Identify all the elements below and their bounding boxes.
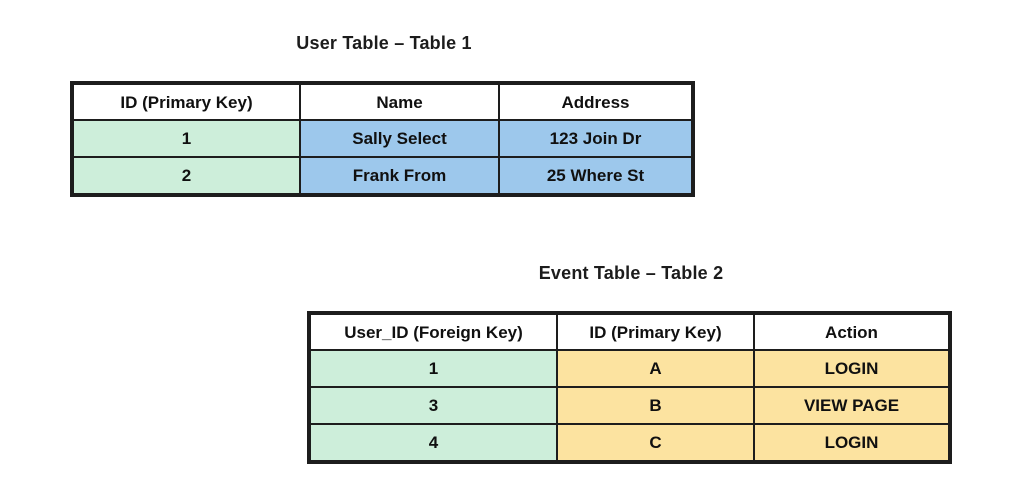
cell-action: VIEW PAGE <box>753 386 951 425</box>
table-row: 3 B VIEW PAGE <box>308 386 951 425</box>
column-header-user-id: User_ID (Foreign Key) <box>308 312 558 351</box>
cell-address: 25 Where St <box>498 156 694 196</box>
cell-name: Frank From <box>299 156 500 196</box>
table-row: 1 A LOGIN <box>308 349 951 388</box>
cell-user-id: 3 <box>308 386 558 425</box>
event-table-title: Event Table – Table 2 <box>538 263 724 283</box>
column-header-id: ID (Primary Key) <box>556 312 755 351</box>
cell-action: LOGIN <box>753 349 951 388</box>
cell-user-id: 1 <box>308 349 558 388</box>
event-table: User_ID (Foreign Key) ID (Primary Key) A… <box>307 311 952 464</box>
column-header-address: Address <box>498 82 694 121</box>
cell-address: 123 Join Dr <box>498 119 694 158</box>
column-header-id: ID (Primary Key) <box>71 82 301 121</box>
user-table: ID (Primary Key) Name Address 1 Sally Se… <box>70 81 695 197</box>
cell-id: A <box>556 349 755 388</box>
cell-id: 2 <box>71 156 301 196</box>
user-table-title: User Table – Table 1 <box>296 33 472 53</box>
table-row: 4 C LOGIN <box>308 423 951 463</box>
cell-action: LOGIN <box>753 423 951 463</box>
cell-id: 1 <box>71 119 301 158</box>
cell-id: B <box>556 386 755 425</box>
cell-id: C <box>556 423 755 463</box>
table-row: 1 Sally Select 123 Join Dr <box>71 119 694 158</box>
table-header-row: ID (Primary Key) Name Address <box>71 82 694 121</box>
column-header-action: Action <box>753 312 951 351</box>
cell-name: Sally Select <box>299 119 500 158</box>
table-row: 2 Frank From 25 Where St <box>71 156 694 196</box>
column-header-name: Name <box>299 82 500 121</box>
table-header-row: User_ID (Foreign Key) ID (Primary Key) A… <box>308 312 951 351</box>
cell-user-id: 4 <box>308 423 558 463</box>
